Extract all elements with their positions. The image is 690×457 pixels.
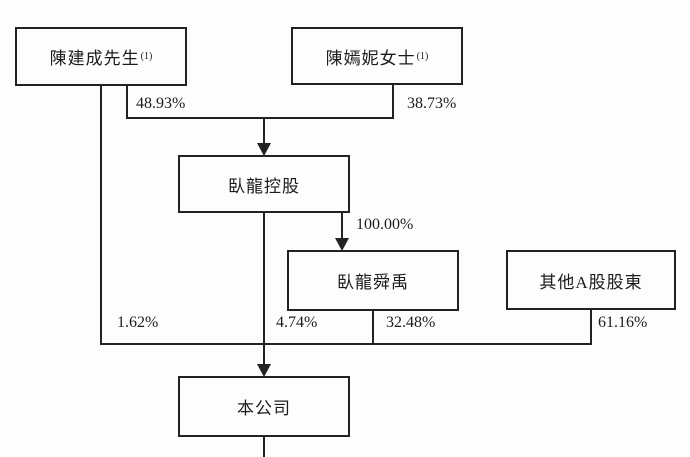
- arrowhead-into-company-icon: [257, 364, 271, 377]
- edge-chen-yanni-drop-line: [392, 85, 394, 119]
- pct-chen-yanni-to-holdings: 38.73%: [407, 95, 457, 112]
- arrowhead-into-holdings-icon: [257, 143, 271, 156]
- arrowhead-into-shunyu-icon: [335, 238, 349, 251]
- edge-company-down-line: [263, 437, 265, 457]
- pct-chen-jiancheng-to-company: 1.62%: [117, 314, 159, 331]
- node-wolong-holdings-label: 臥龍控股: [228, 176, 300, 196]
- edge-other-drop-line: [590, 310, 592, 343]
- node-chen-yanni: 陳嫣妮女士(1): [291, 27, 463, 85]
- node-chen-yanni-footnote: (1): [416, 50, 429, 62]
- node-chen-yanni-label: 陳嫣妮女士: [325, 48, 416, 68]
- edge-holdings-to-shunyu-line: [341, 213, 343, 240]
- pct-holdings-to-shunyu: 100.00%: [356, 216, 414, 233]
- pct-chen-jiancheng-to-holdings: 48.93%: [136, 95, 186, 112]
- node-chen-jiancheng-label: 陳建成先生: [49, 49, 140, 68]
- node-the-company: 本公司: [178, 376, 350, 437]
- node-wolong-shunyu: 臥龍舜禹: [287, 250, 459, 311]
- node-chen-jiancheng: 陳建成先生(1): [15, 27, 187, 86]
- node-wolong-holdings: 臥龍控股: [178, 155, 350, 213]
- edge-chen-jiancheng-to-company-line: [100, 86, 102, 343]
- edge-shunyu-drop-line: [372, 311, 374, 343]
- edge-bottom-merge-line: [100, 343, 592, 345]
- edge-top-merge-line: [126, 117, 394, 119]
- node-other-a-shareholders: 其他A股股東: [506, 250, 676, 310]
- node-chen-jiancheng-footnote: (1): [140, 51, 153, 62]
- node-the-company-label: 本公司: [237, 399, 291, 418]
- pct-other-to-company: 61.16%: [598, 314, 648, 331]
- pct-holdings-to-company: 4.74%: [276, 314, 318, 331]
- node-other-a-shareholders-label: 其他A股股東: [539, 272, 643, 292]
- edge-into-holdings-line: [263, 119, 265, 145]
- edge-chen-jiancheng-drop-line: [126, 86, 128, 119]
- pct-shunyu-to-company: 32.48%: [386, 314, 436, 331]
- node-wolong-shunyu-label: 臥龍舜禹: [337, 273, 409, 292]
- edge-holdings-to-company-line: [263, 213, 265, 366]
